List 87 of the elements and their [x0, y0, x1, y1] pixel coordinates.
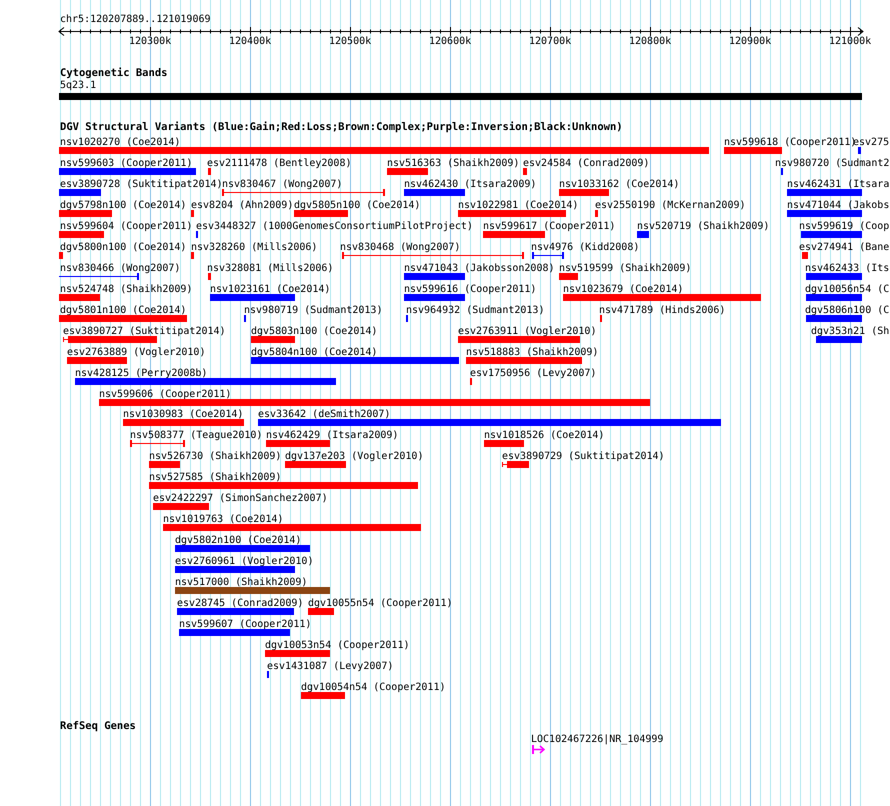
- tick-label: 120900k: [729, 36, 772, 47]
- variant-label: dgv10055n54 (Cooper2011): [308, 598, 452, 610]
- variant-label: nsv1018526 (Coe2014): [484, 430, 604, 442]
- variant-label: dgv5801n100 (Coe2014): [60, 304, 186, 316]
- variant-label: esv274941 (Bane: [799, 242, 890, 253]
- variant-label: nsv471789 (Hinds2006): [599, 304, 726, 316]
- variant-label: nsv516363 (Shaikh2009): [387, 158, 520, 169]
- variant-label: esv1431087 (Levy2007): [267, 661, 394, 672]
- variant-label: esv24584 (Conrad2009): [523, 158, 650, 169]
- track-title: Cytogenetic Bands: [60, 68, 168, 79]
- variant-label: esv2111478 (Bentley2008): [207, 158, 352, 169]
- tick-label: 121000k: [829, 36, 872, 47]
- variant-label: nsv599607 (Cooper2011): [179, 619, 312, 630]
- variant-label: nsv1019763 (Coe2014): [163, 514, 284, 526]
- variant-label: esv275: [853, 137, 890, 148]
- axis-title: chr5:120207889..121019069: [60, 14, 211, 25]
- variant-label: esv2550190 (McKernan2009): [595, 200, 746, 211]
- variant-label: nsv1023679 (Coe2014): [563, 284, 684, 295]
- variant-label: nsv519599 (Shaikh2009): [559, 262, 692, 274]
- tick-label: 120800k: [629, 36, 672, 47]
- tick-label: 120500k: [329, 36, 372, 47]
- variant-label: nsv526730 (Shaikh2009): [149, 451, 282, 462]
- variant-label: nsv328260 (Mills2006): [191, 242, 318, 253]
- variant-label: nsv1023161 (Coe2014): [210, 284, 330, 295]
- variant-label: nsv980720 (Sudmant2: [775, 158, 890, 169]
- tick-label: 120600k: [429, 36, 472, 47]
- variant-label: nsv599617 (Cooper2011): [483, 220, 616, 232]
- track-title: RefSeq Genes: [60, 721, 136, 732]
- variant-label: nsv830467 (Wong2007): [222, 178, 342, 190]
- variant-label: nsv599604 (Cooper2011): [60, 220, 192, 232]
- variant-label: dgv10054n54 (Cooper2011): [301, 682, 446, 693]
- variant-label: nsv520719 (Shaikh2009): [637, 220, 770, 232]
- variant-label: dgv5803n100 (Coe2014): [251, 326, 378, 337]
- variant-label: esv2763889 (Vogler2010): [67, 346, 206, 358]
- variant-label: dgv5804n100 (Coe2014): [251, 346, 378, 358]
- variant-label: dgv353n21 (Sh: [811, 326, 890, 337]
- variant-label: esv1750956 (Levy2007): [470, 368, 596, 379]
- variant-label: nsv471044 (Jakobs: [787, 200, 890, 211]
- tick-label: 120400k: [229, 36, 272, 47]
- variant-label: esv8204 (Ahn2009): [191, 200, 294, 211]
- variant-label: nsv471043 (Jakobsson2008): [404, 262, 555, 274]
- variant-label: nsv508377 (Teague2010): [130, 430, 262, 442]
- variant-label: nsv517000 (Shaikh2009): [175, 577, 308, 588]
- variant-label: nsv462429 (Itsara2009): [266, 430, 398, 442]
- variant-label: nsv462431 (Itsara: [787, 178, 890, 190]
- variant-label: esv3448327 (1000GenomesConsortiumPilotProject): [196, 220, 473, 232]
- variant-label: nsv599606 (Cooper2011): [99, 388, 232, 400]
- variant-label: nsv462430 (Itsara2009): [404, 178, 536, 190]
- variant-label: dgv10056n54 (C: [805, 284, 890, 295]
- variant-label: nsv4976 (Kidd2008): [531, 242, 640, 253]
- variant-label: nsv462433 (Its: [805, 262, 890, 274]
- variant-label: dgv5802n100 (Coe2014): [175, 535, 302, 546]
- variant-label: esv2422297 (SimonSanchez2007): [153, 493, 328, 504]
- tick-label: 120700k: [529, 36, 572, 47]
- variant-label: dgv137e203 (Vogler2010): [285, 451, 424, 462]
- variant-label: nsv518883 (Shaikh2009): [466, 346, 598, 358]
- variant-label: esv2760961 (Vogler2010): [175, 556, 314, 568]
- variant-label: esv33642 (deSmith2007): [258, 409, 390, 420]
- variant-label: nsv328081 (Mills2006): [207, 262, 334, 274]
- variant-label: nsv1033162 (Coe2014): [559, 178, 680, 190]
- variant-label: nsv527585 (Shaikh2009): [149, 472, 282, 484]
- variant-label: nsv599616 (Cooper2011): [404, 284, 536, 295]
- variant-label: nsv428125 (Perry2008b): [75, 368, 208, 379]
- variant-label: esv3890727 (Suktitipat2014): [63, 326, 226, 337]
- variant-label: nsv524748 (Shaikh2009): [60, 284, 192, 295]
- variant-label: dgv10053n54 (Cooper2011): [265, 640, 410, 652]
- variant-label: dgv5800n100 (Coe2014): [60, 242, 186, 253]
- variant-label: nsv830468 (Wong2007): [340, 242, 460, 253]
- variant-label: nsv599603 (Cooper2011): [60, 158, 192, 169]
- variant-label: dgv5798n100 (Coe2014): [60, 200, 186, 211]
- variant-label: nsv980719 (Sudmant2013): [244, 304, 382, 316]
- variant-label: esv3890728 (Suktitipat2014): [60, 178, 223, 190]
- track-title: DGV Structural Variants (Blue:Gain;Red:Loss;Brown:Complex;Purple:Inversion;Black:Unknown): [60, 122, 623, 133]
- variant-label: dgv5805n100 (Coe2014): [294, 200, 420, 211]
- variant-label: nsv1022981 (Coe2014): [458, 200, 578, 211]
- variant-label: dgv5806n100 (C: [805, 304, 890, 316]
- variant-label: esv3890729 (Suktitipat2014): [502, 451, 665, 462]
- variant-label: nsv599619 (Coop: [799, 220, 890, 232]
- variant-label: nsv830466 (Wong2007): [60, 262, 180, 274]
- band-label: 5q23.1: [60, 80, 96, 91]
- variant-label: nsv1030983 (Coe2014): [123, 409, 244, 420]
- variant-label: esv2763911 (Vogler2010): [458, 326, 596, 337]
- gene-label: LOC102467226|NR_104999: [531, 734, 664, 745]
- tick-label: 120300k: [129, 36, 172, 47]
- variant-label: esv28745 (Conrad2009): [177, 598, 304, 610]
- variant-label: nsv1020270 (Coe2014): [60, 137, 180, 148]
- variant-label: nsv964932 (Sudmant2013): [406, 304, 544, 316]
